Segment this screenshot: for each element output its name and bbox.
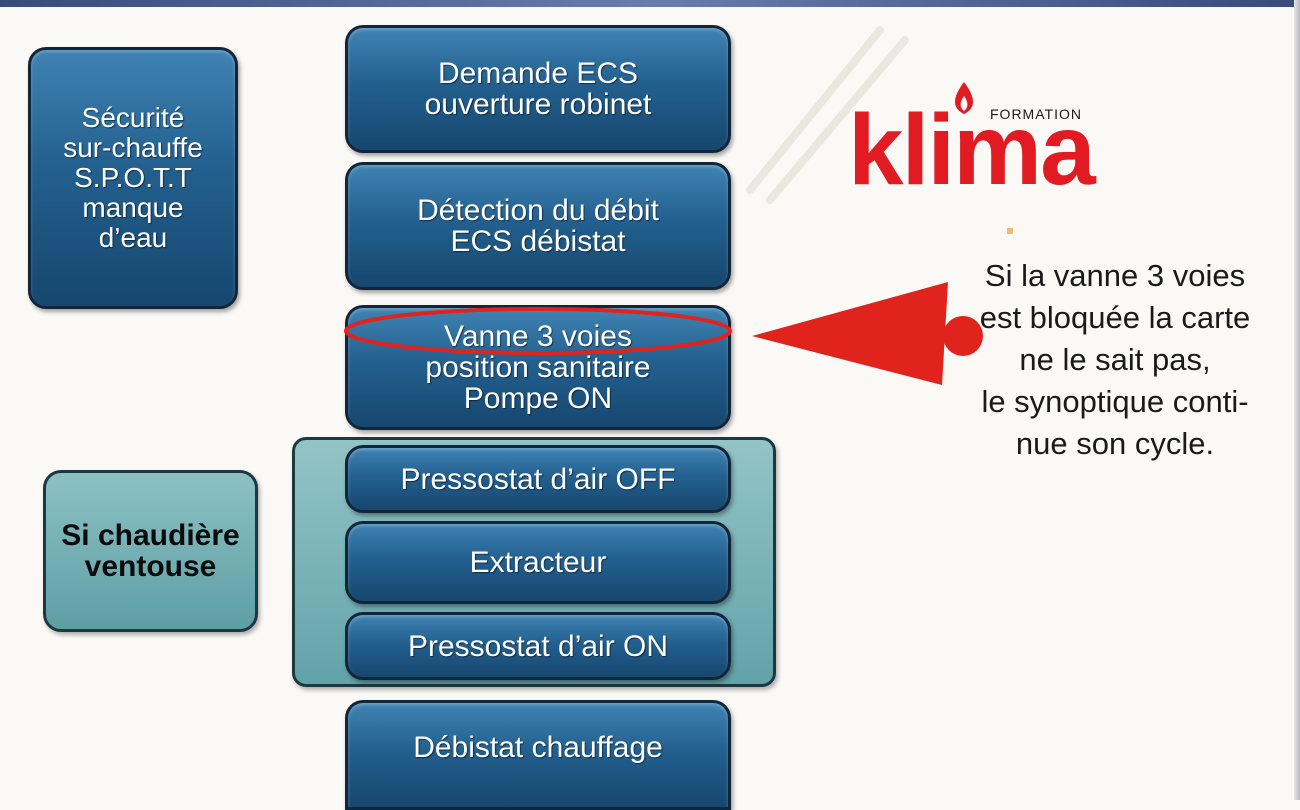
flow-box-detection-debit: Détection du débit ECS débistat: [345, 162, 731, 290]
flow-box-4-line-1: Pressostat d’air OFF: [400, 462, 676, 496]
safety-line-3: S.P.O.T.T: [74, 162, 192, 193]
flow-box-debistat-chauffage: Débistat chauffage: [345, 700, 731, 810]
flow-box-pressostat-off: Pressostat d’air OFF: [345, 445, 731, 513]
highlight-ellipse: [344, 307, 732, 355]
flow-box-3-line-3: Pompe ON: [463, 382, 613, 415]
flow-box-2-line-1: Détection du débit: [417, 194, 659, 227]
safety-box: Sécurité sur-chauffe S.P.O.T.T manque d’…: [28, 47, 238, 309]
note-line-1: Si la vanne 3 voies: [984, 258, 1246, 293]
safety-line-5: d’eau: [98, 222, 168, 253]
flow-box-pressostat-on: Pressostat d’air ON: [345, 612, 731, 680]
note-line-5: nue son cycle.: [1015, 426, 1215, 461]
flow-box-5-line-1: Extracteur: [469, 546, 607, 579]
top-border: [0, 0, 1300, 7]
flow-box-1-line-1: Demande ECS: [437, 57, 639, 90]
right-border: [1294, 0, 1300, 800]
safety-line-1: Sécurité: [81, 102, 185, 133]
klima-logo-subtitle: FORMATION: [990, 106, 1082, 122]
red-dot-icon: [943, 316, 983, 356]
flow-box-1-line-2: ouverture robinet: [424, 88, 652, 121]
explanation-note: Si la vanne 3 voies est bloquée la carte…: [935, 255, 1295, 465]
safety-line-4: manque: [82, 192, 184, 223]
flow-box-vanne-3-voies: Vanne 3 voies position sanitaire Pompe O…: [345, 305, 731, 430]
safety-line-2: sur-chauffe: [63, 132, 203, 163]
flow-box-2-line-2: ECS débistat: [450, 225, 626, 258]
note-line-3: ne le sait pas,: [1019, 342, 1211, 377]
condition-box: Si chaudière ventouse: [43, 470, 258, 632]
condition-line-1: Si chaudière: [61, 519, 240, 552]
note-line-4: le synoptique conti-: [981, 384, 1249, 419]
flow-box-extracteur: Extracteur: [345, 521, 731, 604]
flow-box-3-line-1: Vanne 3 voies: [444, 320, 632, 353]
flow-box-7-line-1: Débistat chauffage: [413, 730, 663, 764]
condition-line-2: ventouse: [84, 550, 217, 583]
flow-box-demande-ecs: Demande ECS ouverture robinet: [345, 25, 731, 153]
flow-box-3-line-2: position sanitaire: [425, 351, 651, 384]
note-line-2: est bloquée la carte: [979, 300, 1251, 335]
flow-box-6-line-1: Pressostat d’air ON: [407, 629, 669, 663]
red-arrow-icon: [752, 282, 948, 385]
klima-logo: klima: [848, 94, 1096, 206]
